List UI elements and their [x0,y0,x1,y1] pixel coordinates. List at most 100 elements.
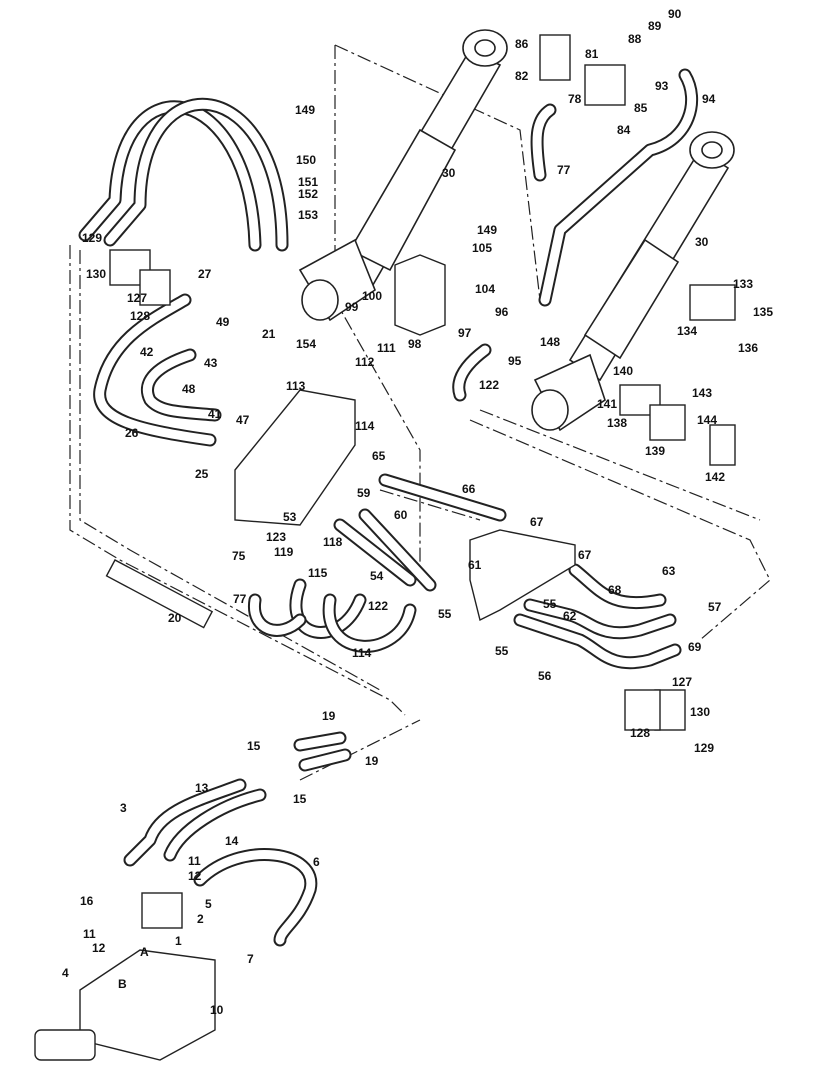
hose-56-62 [513,563,682,670]
callout-c15a: 15 [247,739,261,753]
routing-line [334,44,541,301]
bracket-142 [709,424,736,466]
callout-c1: 1 [175,934,182,948]
callout-c3: 3 [120,801,127,815]
callout-c27: 27 [198,267,212,281]
callout-c69: 69 [688,640,702,654]
callout-c118: 118 [323,535,343,549]
callout-c20: 20 [168,611,182,625]
callout-c100: 100 [362,289,382,303]
hose-26-42 [93,293,222,447]
callout-c15b: 15 [293,792,307,806]
callout-c150: 150 [296,153,316,167]
callout-c104: 104 [475,282,495,296]
callout-c149b: 149 [477,223,497,237]
callout-c14: 14 [225,834,239,848]
callout-c142: 142 [705,470,725,484]
callout-c53: 53 [283,510,297,524]
routing-line [334,45,421,580]
callout-c78: 78 [568,92,582,106]
callout-c48: 48 [182,382,196,396]
callout-c88: 88 [628,32,642,46]
callout-c84: 84 [617,123,631,137]
callout-labels: 1234567101111121213141515161919202125262… [62,7,773,1017]
hose-122-right [452,343,492,402]
callout-c62: 62 [563,609,577,623]
callout-c99: 99 [345,300,359,314]
callout-c130a: 130 [86,267,106,281]
callout-c75: 75 [232,549,246,563]
cylinder-30-right [531,131,735,432]
routing-line [379,489,481,521]
callout-c60: 60 [394,508,408,522]
callout-c61: 61 [468,558,482,572]
callout-c111: 111 [377,341,396,355]
callout-c128a: 128 [130,309,150,323]
callout-c133: 133 [733,277,753,291]
callout-c59: 59 [357,486,371,500]
callout-c127a: 127 [127,291,147,305]
callout-c141: 141 [597,397,617,411]
callout-c97: 97 [458,326,472,340]
callout-c2: 2 [197,912,204,926]
callout-c85: 85 [634,101,648,115]
bracket-82 [539,34,571,81]
control-valve-10 [79,949,216,1061]
callout-c25: 25 [195,467,209,481]
callout-c68: 68 [608,583,622,597]
callout-c98: 98 [408,337,422,351]
callout-c123: 123 [266,530,286,544]
callout-c154: 154 [296,337,316,351]
clamp-128-top [139,269,171,306]
routing-line [69,245,406,716]
callout-c129a: 129 [82,231,102,245]
callout-c12a: 12 [188,869,202,883]
clamp-139 [649,404,686,441]
callout-c11a: 11 [188,854,201,868]
callout-c128b: 128 [630,726,650,740]
callout-c149a: 149 [295,103,315,117]
callout-c151: 151 [298,175,318,189]
callout-c115: 115 [308,566,328,580]
callout-c11b: 11 [83,927,96,941]
callout-c114a: 114 [355,419,375,433]
callout-c7: 7 [247,952,254,966]
callout-c67b: 67 [578,548,592,562]
clamp-128-bottom [624,689,661,731]
hose-19 [293,731,352,772]
routing-line [79,250,381,691]
hose-loop-upper [78,97,289,252]
callout-c55a: 55 [438,607,452,621]
callout-c30b: 30 [695,235,709,249]
callout-c57: 57 [708,600,722,614]
callout-c148: 148 [540,335,560,349]
hose-66 [378,473,507,522]
callout-c94: 94 [702,92,716,106]
callout-c6: 6 [313,855,320,869]
callout-c42: 42 [140,345,154,359]
callout-c67a: 67 [530,515,544,529]
callout-c81: 81 [585,47,599,61]
cylinder-body-10 [34,1029,96,1061]
callout-c5: 5 [205,897,212,911]
callout-c65: 65 [372,449,386,463]
callout-c138: 138 [607,416,627,430]
hose-94 [538,68,699,307]
callout-c30a: 30 [442,166,456,180]
routing-line [299,719,421,781]
callout-c54: 54 [370,569,384,583]
callout-c122b: 122 [368,599,388,613]
callout-c139: 139 [645,444,665,458]
callout-c143: 143 [692,386,712,400]
callout-c89: 89 [648,19,662,33]
block-2 [141,892,183,929]
callout-c153: 153 [298,208,318,222]
callout-c77b: 77 [557,163,571,177]
callout-c112: 112 [355,355,375,369]
port-label-a: A [140,945,149,959]
callout-c95: 95 [508,354,522,368]
callout-c113: 113 [286,379,306,393]
callout-c55b: 55 [543,597,557,611]
callout-c119: 119 [274,545,294,559]
